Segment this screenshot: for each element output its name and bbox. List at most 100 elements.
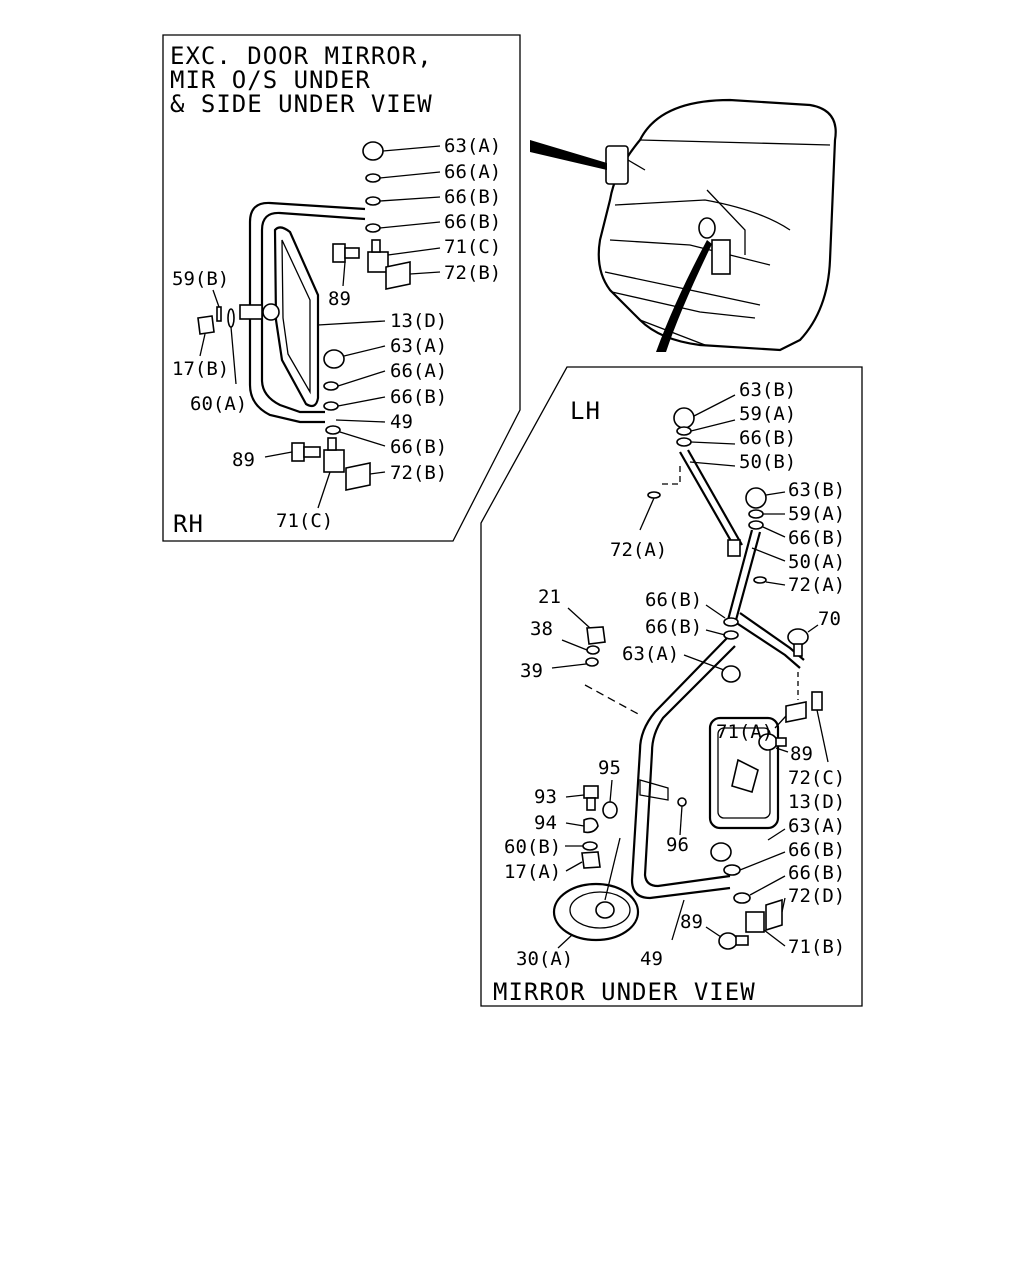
- lh-label-66b-3: 66(B): [645, 589, 702, 611]
- lh-label-89-2: 89: [680, 911, 703, 933]
- rh-washer-60a: [227, 308, 237, 385]
- lh-mirror-stay-49: [630, 637, 736, 900]
- lh-cap-nut-63b-2: [745, 487, 786, 509]
- rh-washer-3: [365, 221, 441, 233]
- lh-clip-72a-left: [639, 465, 681, 531]
- lh-label-71a: 71(A): [716, 721, 773, 743]
- lh-label-63a-2: 63(A): [788, 815, 845, 837]
- rh-washer-mid-1: [323, 370, 386, 391]
- lh-cap-nut-63a-2: [710, 842, 732, 862]
- lh-label-13d: 13(D): [788, 791, 845, 813]
- lh-washer-66b-5: [723, 851, 786, 876]
- lh-label-66b-2: 66(B): [788, 527, 845, 549]
- rh-title-line-3: & SIDE UNDER VIEW: [170, 90, 433, 118]
- truck-cab-illustration: [530, 98, 837, 352]
- lh-washer-66b-6: [733, 875, 786, 904]
- rh-label-63a-top: 63(A): [444, 135, 501, 157]
- rh-title-line-1: EXC. DOOR MIRROR,: [170, 42, 433, 70]
- lh-washer-66b-4: [705, 629, 739, 640]
- lh-stay-50a: [726, 529, 762, 621]
- lh-label-66b-4: 66(B): [645, 616, 702, 638]
- rh-label-66a-top: 66(A): [444, 161, 501, 183]
- rh-label-60a: 60(A): [190, 393, 247, 415]
- lh-washer-38: [561, 639, 600, 655]
- rh-cap-nut-mid: [323, 345, 386, 369]
- lh-label-30a: 30(A): [516, 948, 573, 970]
- lh-label-50a: 50(A): [788, 551, 845, 573]
- lh-label-72d: 72(D): [788, 885, 845, 907]
- lh-label-72a-left: 72(A): [610, 539, 667, 561]
- lh-washer-60b: [565, 841, 598, 851]
- lh-clip-72a-right: [753, 576, 786, 586]
- rh-label-13d: 13(D): [390, 310, 447, 332]
- lh-label-66b-top: 66(B): [739, 427, 796, 449]
- rh-mirror-head: [239, 226, 320, 408]
- lh-label-17a: 17(A): [504, 861, 561, 883]
- lh-clamp-94: [565, 817, 599, 834]
- rh-label-63a-mid: 63(A): [390, 335, 447, 357]
- lh-cap-nut-63b-top: [673, 394, 736, 429]
- lh-base-plate-30a: [552, 837, 640, 949]
- lh-washer-66b-top: [676, 437, 736, 447]
- lh-clip-72c: [811, 691, 829, 763]
- rh-label-49: 49: [390, 411, 413, 433]
- lh-bolt-70: [787, 624, 819, 700]
- rh-label-72b-top: 72(B): [444, 262, 501, 284]
- lh-washer-39: [551, 657, 641, 716]
- lh-washer-59a-top: [676, 419, 736, 436]
- lh-bracket-71a: [774, 701, 807, 729]
- lh-label-63a-1: 63(A): [622, 643, 679, 665]
- lh-label-70: 70: [818, 608, 841, 630]
- lh-washer-66b-2: [748, 520, 786, 538]
- rh-small-washer-59b: [212, 289, 222, 322]
- rh-label-66b-4: 66(B): [390, 436, 447, 458]
- lh-label-89-1: 89: [790, 743, 813, 765]
- lh-bolt-93: [565, 785, 599, 811]
- lh-label-60b: 60(B): [504, 836, 561, 858]
- lh-label-38: 38: [530, 618, 553, 640]
- lh-nut-21: [567, 607, 606, 645]
- rh-washer-1: [365, 171, 441, 183]
- rh-corner-label: RH: [173, 510, 204, 538]
- rh-mirror-stay: [248, 201, 366, 424]
- rh-label-71c-top: 71(C): [444, 236, 501, 258]
- lh-footer-label: MIRROR UNDER VIEW: [493, 978, 756, 1006]
- lh-label-95: 95: [598, 757, 621, 779]
- rh-panel-frame: [162, 34, 521, 542]
- rh-washer-mid-3: [325, 425, 386, 447]
- rh-bolt-top: [332, 243, 360, 287]
- rh-washer-2: [365, 196, 441, 206]
- lh-panel-frame: [480, 366, 863, 1007]
- rh-bracket-bottom: [317, 437, 386, 509]
- lh-stay-50b: [679, 449, 743, 557]
- rh-bracket-top: [367, 239, 441, 290]
- lh-cap-nut-63a-1: [683, 654, 741, 683]
- rh-label-72b-bot: 72(B): [390, 462, 447, 484]
- lh-label-66b-6: 66(B): [788, 862, 845, 884]
- rh-bolt-bottom: [264, 442, 321, 462]
- lh-bracket-71b: [745, 911, 786, 947]
- rh-title-line-2: MIR O/S UNDER: [170, 66, 371, 94]
- lh-mirror-head: [708, 716, 780, 830]
- rh-label-89-top: 89: [328, 288, 351, 310]
- lh-washer-66b-3: [705, 604, 739, 627]
- lh-collar-95: [602, 779, 618, 819]
- lh-label-39: 39: [520, 660, 543, 682]
- rh-nut-17b: [197, 315, 215, 357]
- rh-label-66b-1: 66(B): [444, 186, 501, 208]
- lh-label-59a-2: 59(A): [788, 503, 845, 525]
- lh-label-72a-right: 72(A): [788, 574, 845, 596]
- lh-corner-label: LH: [570, 397, 601, 425]
- lh-label-59a-top: 59(A): [739, 403, 796, 425]
- rh-cap-nut-top: [362, 141, 441, 161]
- rh-label-66b-3: 66(B): [390, 386, 447, 408]
- lh-label-63b-2: 63(B): [788, 479, 845, 501]
- rh-label-71c-bot: 71(C): [276, 510, 333, 532]
- lh-label-63b-top: 63(B): [739, 379, 796, 401]
- rh-label-89-bot: 89: [232, 449, 255, 471]
- lh-bolt-89-1: [758, 733, 789, 753]
- lh-label-66b-5: 66(B): [788, 839, 845, 861]
- rh-label-66b-2: 66(B): [444, 211, 501, 233]
